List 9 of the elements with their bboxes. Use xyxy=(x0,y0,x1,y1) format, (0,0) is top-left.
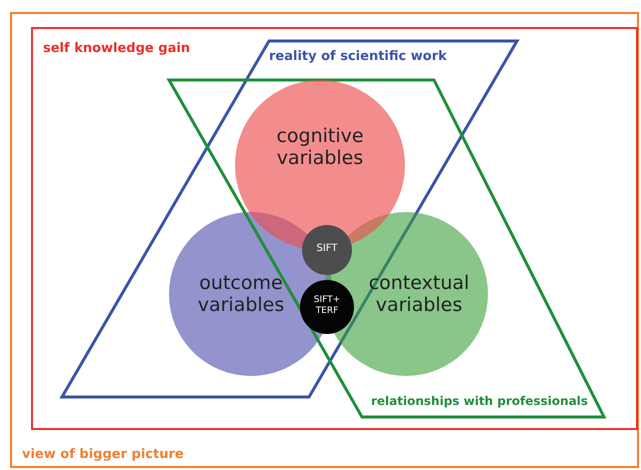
shape-label: relationships with professionals xyxy=(371,394,588,408)
frame-label: view of bigger picture xyxy=(22,447,184,462)
circle-label: contextual variables xyxy=(368,272,470,316)
circle-label: SIFT+ TERF xyxy=(312,295,342,317)
circle-label: outcome variables xyxy=(196,272,286,316)
frame-label: self knowledge gain xyxy=(43,41,190,56)
circle-label: SIFT xyxy=(316,243,338,255)
shape-label: reality of scientific work xyxy=(269,49,447,64)
circle-label: cognitive variables xyxy=(275,125,365,169)
